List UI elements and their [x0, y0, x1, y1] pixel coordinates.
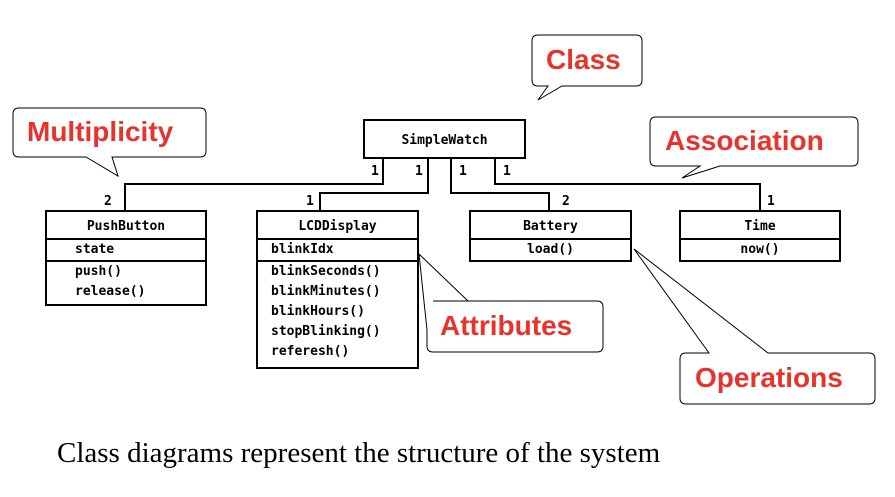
association-watch-lcddisplay [319, 158, 429, 211]
simplewatch-class: SimpleWatch [363, 119, 526, 159]
class-callout-bubble [531, 34, 643, 101]
pushbutton-operations: push() release() [47, 262, 205, 302]
time-operation: now() [740, 242, 780, 257]
multiplicity-lcddisplay-end: 1 [306, 194, 314, 209]
association-lines [124, 158, 761, 211]
battery-class: Battery load() [469, 210, 632, 262]
pushbutton-operation: push() [75, 264, 122, 279]
association-watch-pushbutton [124, 158, 384, 211]
multiplicity-watch-lcddisplay: 1 [415, 164, 423, 179]
lcddisplay-operation: referesh() [271, 344, 350, 359]
callout-bubbles [12, 34, 876, 405]
time-operations: now() [681, 240, 839, 260]
multiplicity-watch-time: 1 [503, 164, 511, 179]
lcddisplay-attribute: blinkIdx [271, 242, 334, 257]
operations-callout-bubble [633, 248, 876, 405]
pushbutton-class: PushButton state push() release() [45, 210, 207, 306]
association-callout-bubble [649, 116, 859, 179]
pushbutton-class-name: PushButton [47, 212, 205, 240]
attributes-callout-label: Attributes [440, 310, 573, 341]
lcddisplay-operations: blinkSeconds() blinkMinutes() blinkHours… [258, 262, 417, 362]
pushbutton-attribute: state [75, 242, 115, 257]
attributes-callout-bubble [418, 252, 604, 353]
multiplicity-time-end: 1 [767, 194, 775, 209]
multiplicity-battery-end: 2 [562, 194, 570, 209]
battery-operation: load() [527, 242, 574, 257]
battery-operations: load() [471, 240, 630, 260]
class-callout-label: Class [546, 44, 621, 75]
lcddisplay-operation: blinkHours() [271, 304, 365, 319]
lcddisplay-operation: blinkSeconds() [271, 264, 381, 279]
pushbutton-operation: release() [75, 284, 146, 299]
operations-callout-label: Operations [695, 362, 843, 393]
multiplicity-watch-pushbutton: 1 [371, 164, 379, 179]
pushbutton-attributes: state [47, 240, 205, 262]
time-class: Time now() [679, 210, 841, 262]
lcddisplay-operation: stopBlinking() [271, 324, 381, 339]
lcddisplay-class-name: LCDDisplay [258, 212, 417, 240]
multiplicity-callout-bubble [12, 107, 207, 178]
association-watch-battery [450, 158, 550, 211]
simplewatch-class-name: SimpleWatch [401, 133, 488, 148]
lcddisplay-attributes: blinkIdx [258, 240, 417, 262]
multiplicity-callout-label: Multiplicity [27, 116, 174, 147]
multiplicity-watch-battery: 1 [459, 164, 467, 179]
lcddisplay-class: LCDDisplay blinkIdx blinkSeconds() blink… [256, 210, 419, 369]
time-class-name: Time [681, 212, 839, 240]
association-callout-label: Association [665, 125, 824, 156]
multiplicity-pushbutton-end: 2 [104, 194, 112, 209]
slide-caption: Class diagrams represent the structure o… [57, 437, 661, 469]
association-watch-time [494, 158, 761, 211]
battery-class-name: Battery [471, 212, 630, 240]
lcddisplay-operation: blinkMinutes() [271, 284, 381, 299]
